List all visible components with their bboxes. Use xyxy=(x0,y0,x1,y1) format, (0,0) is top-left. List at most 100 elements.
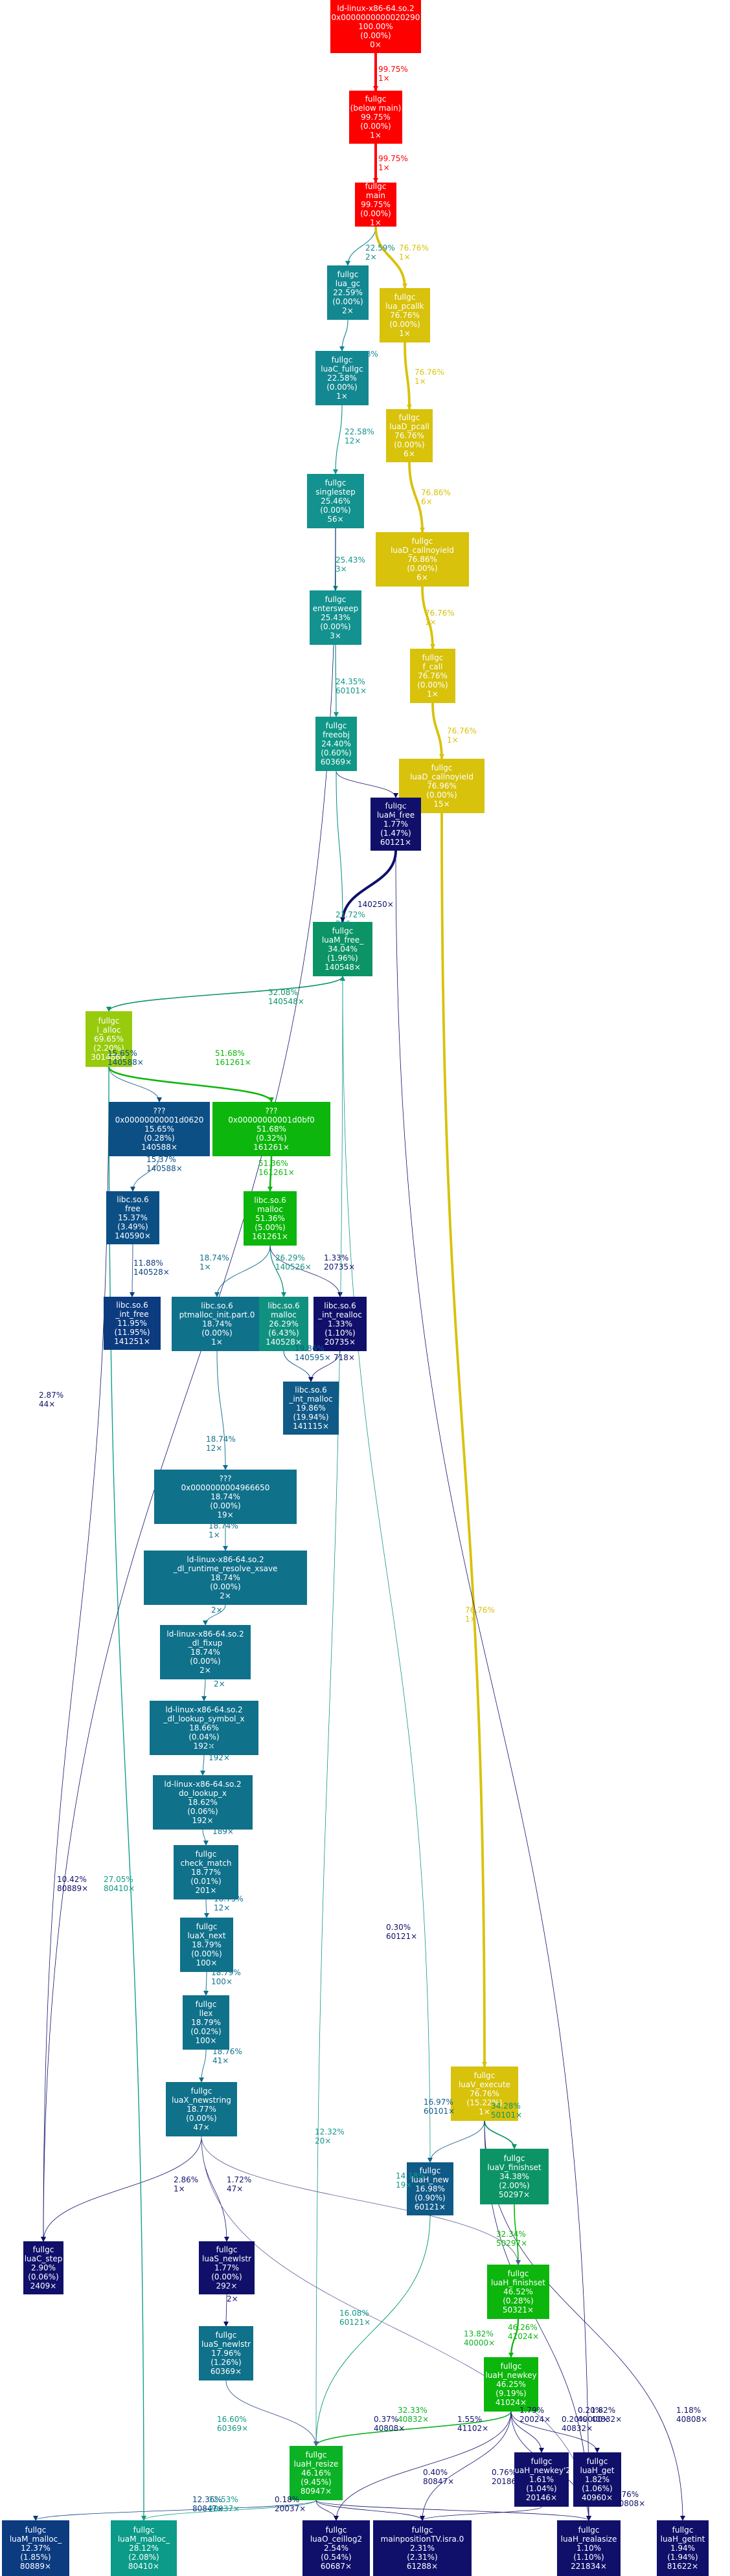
edge-label-line: 2× xyxy=(227,2294,238,2303)
edge-label-line: 44× xyxy=(39,1400,56,1409)
node-stat: (1.06%) xyxy=(582,2484,613,2493)
edge-label-line: 40832× xyxy=(562,2424,593,2433)
call-edge-e68 xyxy=(225,2380,319,2447)
edge-label-line: 41024× xyxy=(508,2332,540,2341)
edge-label-line: 1× xyxy=(200,1262,211,1271)
edge-label-line: 18.74% xyxy=(206,1435,236,1444)
node-stat: 26.29% xyxy=(269,1319,299,1328)
edge-label-line: 20037× xyxy=(275,2504,306,2513)
edge-label-e1: 99.75%1× xyxy=(378,65,408,83)
call-edge-e50 xyxy=(314,2411,512,2447)
node-module: libc.so.6 xyxy=(268,1301,300,1310)
node-function: free xyxy=(125,1204,141,1213)
edge-label-line: 80410× xyxy=(104,1884,135,1893)
edge-label-e34: 18.79%100× xyxy=(211,1968,241,1986)
node-function: luaH_realasize xyxy=(560,2535,617,2544)
edge-label-line: 22.58% xyxy=(348,350,378,359)
node-module: fullgc xyxy=(365,95,387,104)
node-module: fullgc xyxy=(365,182,387,191)
edge-label-line: 12.36% xyxy=(192,2495,222,2504)
node-module: fullgc xyxy=(507,2269,529,2278)
edge-label-e61: 12.53%20037× xyxy=(209,2495,240,2513)
node-stat: 1× xyxy=(370,131,382,140)
edge-label-line: 2× xyxy=(365,252,377,262)
call-edge-e17 xyxy=(108,1066,162,1103)
edge-label-e43: 0.20%40000× xyxy=(578,2406,609,2424)
edge-label-line: 18.79% xyxy=(211,1968,241,1977)
edge-label-e24: 1.33%20735× xyxy=(324,1253,355,1271)
edge-label-line: 60121× xyxy=(381,807,413,816)
edge-label-line: 12.32% xyxy=(315,2127,345,2136)
edge-label-line: 16.97% xyxy=(424,2098,453,2107)
node-stat: (2.08%) xyxy=(128,2553,159,2562)
node-module: libc.so.6 xyxy=(116,1301,148,1310)
node-stat: (0.00%) xyxy=(190,1657,221,1666)
node-module: fullgc xyxy=(98,1016,120,1025)
edge-label-e7: 22.58%12× xyxy=(345,427,374,445)
edge-label-line: 140588× xyxy=(108,1058,144,1067)
edge-label-e26: 0.13%718× xyxy=(334,1344,358,1362)
node-module: fullgc xyxy=(530,2457,553,2466)
edge-label-line: 41102× xyxy=(457,2424,489,2433)
node-stat: 22.59% xyxy=(333,288,363,297)
node-stat: 140590× xyxy=(115,1231,151,1240)
edge-label-e13: 1.77%60121× xyxy=(381,798,412,816)
node-stat: 80947× xyxy=(300,2487,332,2496)
edge-label-e51: 0.37%40808× xyxy=(374,2415,405,2433)
call-edge-e26 xyxy=(308,1350,341,1382)
node-module: ld-linux-x86-64.so.2 xyxy=(187,1555,264,1564)
edge-label-line: 1× xyxy=(447,735,459,745)
call-edge-e16 xyxy=(106,976,343,1012)
node-stat: (0.00%) xyxy=(417,680,448,689)
edge-label-line: 24.35% xyxy=(336,677,365,686)
edge-label-e56: 0.18%20037× xyxy=(275,2495,306,2513)
edge-label-line: 14.18% xyxy=(396,2171,426,2180)
node-function: 0x00000000001d0620 xyxy=(115,1115,204,1125)
node-stat: (6.43%) xyxy=(268,1328,299,1338)
node-stat: 76.86% xyxy=(407,555,437,564)
edge-label-e41: 16.97%60101× xyxy=(424,2098,455,2116)
node-function: entersweep xyxy=(312,604,359,613)
node-stat: (0.32%) xyxy=(256,1134,287,1143)
edge-label-line: 100× xyxy=(211,1977,233,1986)
node-module: fullgc xyxy=(196,1922,218,1931)
node-stat: 12.37% xyxy=(21,2544,51,2553)
edge-layer xyxy=(33,53,685,2521)
node-module: fullgc xyxy=(394,293,416,302)
edge-label-line: 16.60% xyxy=(217,2415,247,2424)
edge-label-line: 40832× xyxy=(591,2415,622,2424)
edge-label-line: 12× xyxy=(345,436,361,445)
edge-label-line: 1.77% xyxy=(381,798,406,807)
node-stat: 25.46% xyxy=(321,497,350,506)
edge-label-line: 19.86% xyxy=(295,1344,325,1353)
node-module: fullgc xyxy=(385,801,407,811)
call-edge-e69 xyxy=(340,976,431,2163)
call-edge-e40 xyxy=(440,812,487,2067)
edge-label-line: 1.55% xyxy=(457,2415,483,2424)
edge-label-line: 1× xyxy=(415,377,426,386)
node-stat: (0.00%) xyxy=(326,383,358,392)
call-edge-e27 xyxy=(216,1350,228,1470)
node-stat: 6× xyxy=(416,573,428,582)
edge-label-line: 15.65% xyxy=(108,1049,137,1058)
call-edge-e65 xyxy=(41,528,336,2242)
node-function: luaX_newstring xyxy=(172,2096,231,2105)
edge-label-line: 27.05% xyxy=(104,1875,133,1884)
node-function: do_lookup_x xyxy=(179,1789,227,1798)
node-stat: 140528× xyxy=(266,1338,302,1347)
node-stat: 2.54% xyxy=(323,2544,349,2553)
node-stat: (0.00%) xyxy=(426,790,457,800)
node-stat: (0.00%) xyxy=(201,1328,233,1338)
node-stat: (2.20%) xyxy=(93,1044,124,1053)
node-module: fullgc xyxy=(25,2526,47,2535)
node-stat: 22.58% xyxy=(327,374,357,383)
node-stat: (15.22%) xyxy=(466,2098,503,2107)
node-stat: 192× xyxy=(192,1816,214,1825)
node-function: luaD_callnoyield xyxy=(410,772,473,781)
node-stat: 76.76% xyxy=(390,311,420,320)
